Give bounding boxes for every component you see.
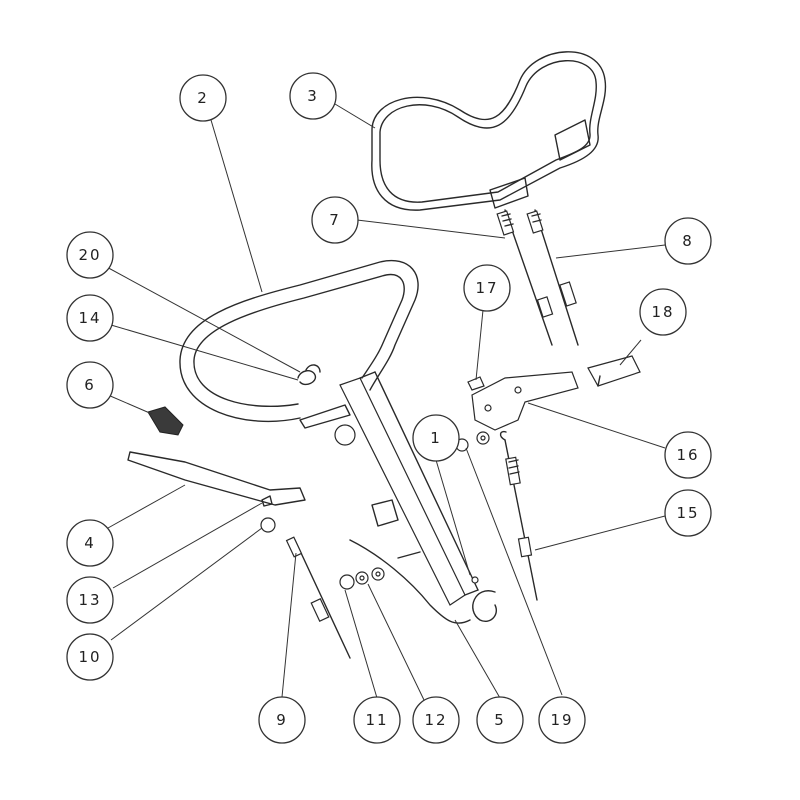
callout-6-label: 6: [84, 376, 96, 394]
cable-part-15: [499, 430, 538, 601]
callout-17: 17: [463, 264, 511, 312]
cable-part-8: [526, 209, 579, 346]
grip-part-18: [587, 355, 641, 387]
callout-20-label: 20: [78, 246, 101, 264]
clip-part-14-20: [297, 364, 321, 386]
callout-2-label: 2: [197, 89, 209, 107]
callout-6: 6: [66, 361, 114, 409]
callout-7-label: 7: [329, 211, 341, 229]
callout-14: 14: [66, 294, 114, 342]
column-part-5: [299, 371, 497, 624]
callout-20: 20: [66, 231, 114, 279]
callout-8-label: 8: [682, 232, 694, 250]
callout-4-label: 4: [84, 534, 96, 552]
callout-10-label: 10: [78, 648, 101, 666]
callout-5-label: 5: [494, 711, 506, 729]
callout-9-label: 9: [276, 711, 288, 729]
callout-13-label: 13: [78, 591, 101, 609]
washer-part-19: [476, 431, 490, 445]
callout-5: 5: [476, 696, 524, 744]
callout-2: 2: [179, 74, 227, 122]
callout-8: 8: [664, 217, 712, 265]
callout-19-label: 19: [550, 711, 573, 729]
bail-handle-part-3: [371, 51, 607, 211]
cable-part-7: [496, 209, 554, 346]
callout-4: 4: [66, 519, 114, 567]
callout-3: 3: [289, 72, 337, 120]
cable-part-9: [285, 536, 351, 659]
washer-part-12: [355, 567, 385, 585]
clip-part-6: [147, 406, 184, 436]
lever-part-4: [127, 451, 306, 506]
callout-3-label: 3: [307, 87, 319, 105]
callout-15: 15: [664, 489, 712, 537]
bracket-part-16: [471, 371, 579, 431]
callout-13: 13: [66, 576, 114, 624]
callout-18-label: 18: [651, 303, 674, 321]
callout-18: 18: [639, 288, 687, 336]
callout-10: 10: [66, 633, 114, 681]
callout-11-label: 11: [365, 711, 388, 729]
leader-lines: [102, 103, 666, 701]
nut-part-11: [339, 574, 355, 590]
callout-15-label: 15: [676, 504, 699, 522]
callout-19: 19: [538, 696, 586, 744]
callout-14-label: 14: [78, 309, 101, 327]
callout-16: 16: [664, 431, 712, 479]
callout-1: 1: [412, 414, 460, 462]
knob-part-10: [260, 517, 276, 533]
callout-7: 7: [311, 196, 359, 244]
callout-17-label: 17: [475, 279, 498, 297]
callout-12-label: 12: [424, 711, 447, 729]
pin-part-13: [261, 495, 273, 507]
callout-1-label: 1: [430, 429, 442, 447]
callout-16-label: 16: [676, 446, 699, 464]
callout-9: 9: [258, 696, 306, 744]
callout-12: 12: [412, 696, 460, 744]
handlebar-part-2: [179, 259, 419, 423]
callout-11: 11: [353, 696, 401, 744]
